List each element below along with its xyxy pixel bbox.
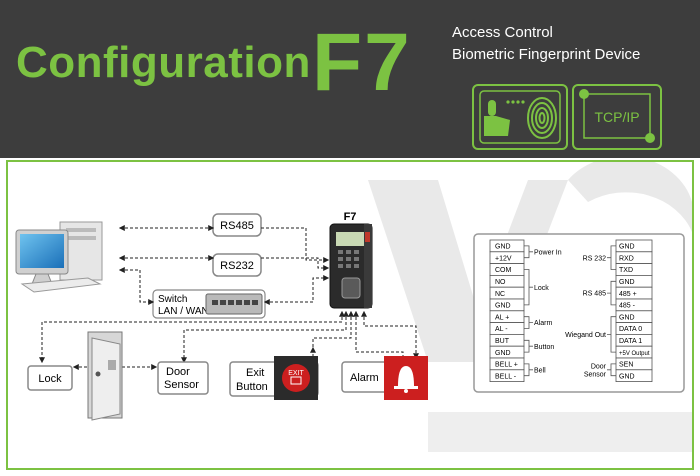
right-pin-label: 485 - <box>619 303 636 310</box>
switch-network-label: LAN / WAN <box>158 306 209 317</box>
switch-label: Switch <box>158 294 187 305</box>
network-icon: TCP/IP <box>579 89 655 143</box>
door-icon <box>87 331 123 421</box>
door-sensor-label: Door <box>166 366 190 378</box>
rs485-box: RS485 <box>212 213 262 237</box>
door-sensor-label-2: Sensor <box>164 379 199 391</box>
product-description: Biometric Fingerprint Device <box>452 46 641 63</box>
left-pin-label: GND <box>495 350 511 357</box>
pin-group-bracket <box>524 316 533 329</box>
pin-group-label: Wiegand Out <box>565 332 606 339</box>
pin-group-bracket <box>607 316 616 353</box>
right-pin-label: TXD <box>619 267 633 274</box>
device-model-label: F7 <box>344 211 357 223</box>
page-title: Configuration <box>16 38 311 87</box>
left-pin-label: NO <box>495 279 506 286</box>
right-pin-label: RXD <box>619 255 634 262</box>
right-pin-label: DATA 1 <box>619 338 642 345</box>
left-pin-label: BELL + <box>495 362 518 369</box>
pin-group-label: Alarm <box>534 320 552 327</box>
left-pin-label: GND <box>495 244 511 251</box>
exit-button-box: Exit Button EXIT <box>229 356 319 400</box>
right-pin-label: +5V Output <box>619 351 650 357</box>
alarm-box: Alarm <box>341 356 428 400</box>
left-pin-label: COM <box>495 267 512 274</box>
right-pin-label: GND <box>619 244 635 251</box>
exit-sign-label: EXIT <box>288 370 304 377</box>
tcpip-badge: TCP/IP <box>572 84 662 150</box>
pin-group-label: Door <box>591 363 607 370</box>
pin-group-label: Lock <box>534 285 549 292</box>
door-sensor-box: Door Sensor <box>157 361 209 395</box>
left-pin-label: AL + <box>495 314 509 321</box>
pin-group-bracket <box>607 245 616 270</box>
fingerprint-sensor <box>341 277 361 299</box>
pin-group-bracket <box>524 339 533 353</box>
exit-button-label-2: Button <box>236 381 268 393</box>
left-pin-label: NC <box>495 291 505 298</box>
right-pin-label: GND <box>619 279 635 286</box>
pin-group-bracket <box>607 363 616 377</box>
rs485-label: RS485 <box>220 220 254 232</box>
right-pin-label: GND <box>619 314 635 321</box>
pin-group-label: RS 485 <box>583 291 606 298</box>
pin-group-bracket <box>524 269 533 306</box>
exit-button-label: Exit <box>246 367 264 379</box>
right-pin-label: SEN <box>619 362 633 369</box>
lock-box: Lock <box>27 365 73 391</box>
pin-group-label: Sensor <box>584 371 607 378</box>
f7-device: F7 <box>329 211 373 309</box>
pin-group-label: Bell <box>534 367 546 374</box>
pin-group-label: Button <box>534 344 554 351</box>
rs232-box: RS232 <box>212 253 262 277</box>
right-pin-label: DATA 0 <box>619 326 642 333</box>
lock-label: Lock <box>38 373 62 385</box>
left-pin-label: BELL - <box>495 373 517 380</box>
pin-group-label: Power In <box>534 249 562 256</box>
diagram-panel: RS485 RS232 Switch LAN / WAN F7 <box>6 156 694 470</box>
computer-icon <box>15 221 103 293</box>
pin-group-bracket <box>607 280 616 306</box>
right-pin-label: GND <box>619 373 635 380</box>
fingerprint-badge <box>472 84 568 150</box>
model-name: F7 <box>312 17 412 108</box>
rs232-label: RS232 <box>220 260 254 272</box>
pin-group-label: RS 232 <box>583 255 606 262</box>
wiring-diagram: RS485 RS232 Switch LAN / WAN F7 <box>15 156 692 452</box>
tcpip-label: TCP/IP <box>594 109 639 125</box>
network-switch-icon <box>205 293 263 315</box>
pin-group-bracket <box>524 363 533 377</box>
left-pin-label: GND <box>495 303 511 310</box>
alarm-label: Alarm <box>350 372 379 384</box>
pin-group-bracket <box>524 245 533 259</box>
touch-fingerprint-icon <box>479 90 561 144</box>
left-pin-label: AL - <box>495 326 508 333</box>
switch-box: Switch LAN / WAN <box>152 289 266 319</box>
wiring-terminal-table: GND +12V COM NO NC GND AL + AL - BUT GND BELL + BEL… <box>473 233 685 393</box>
header-banner: Configuration F7 Access Control Biometri… <box>0 0 700 158</box>
connection-lines <box>39 225 419 370</box>
left-pin-label: BUT <box>495 338 510 345</box>
product-category: Access Control <box>452 24 553 41</box>
left-pin-label: +12V <box>495 255 512 262</box>
right-pin-label: 485 + <box>619 291 637 298</box>
